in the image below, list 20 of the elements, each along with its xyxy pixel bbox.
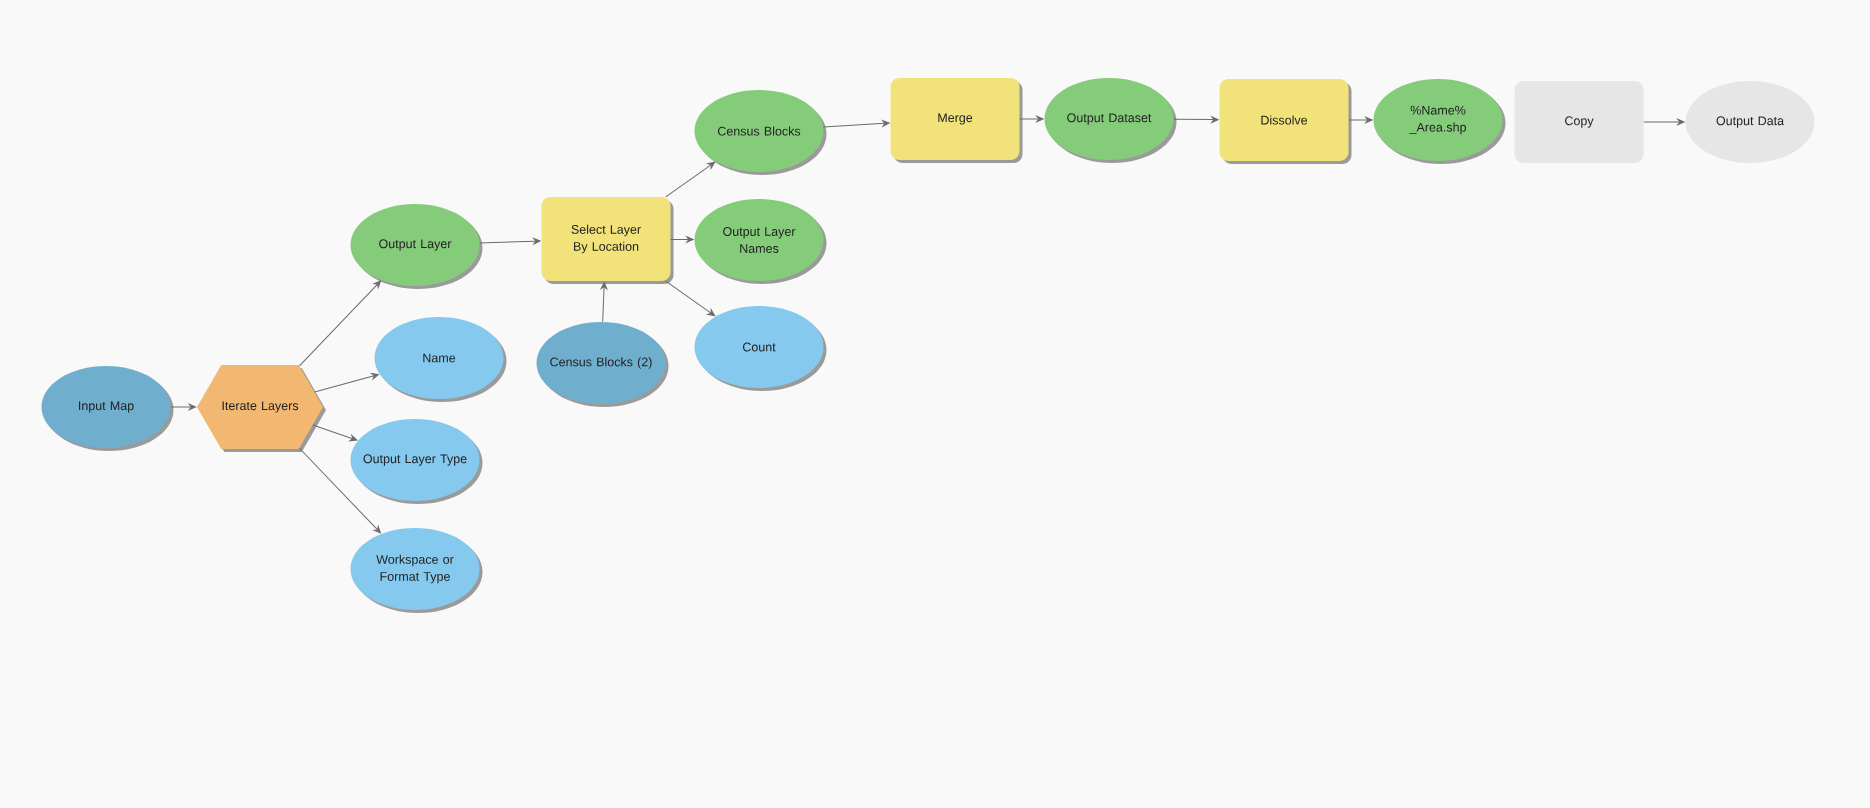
arrow [170,403,197,411]
arrow [479,237,541,245]
arrow [298,280,381,367]
arrow [665,280,716,317]
arrow [600,281,608,323]
arrow [298,447,381,534]
arrow [1643,118,1685,126]
arrow [665,161,716,198]
arrow [314,373,379,393]
arrow [312,424,358,442]
iterator-hexagon: Iterate Layers [197,365,326,452]
arrow [1348,116,1373,124]
arrow [822,120,890,128]
tool-box: Merge [890,78,1023,163]
tool-box: Dissolve [1219,79,1352,164]
tool-box: Select Layer By Location [541,197,674,284]
arrow [1019,115,1044,123]
tool-box: Copy [1514,81,1644,163]
arrow [670,236,694,243]
arrow [1173,116,1219,123]
